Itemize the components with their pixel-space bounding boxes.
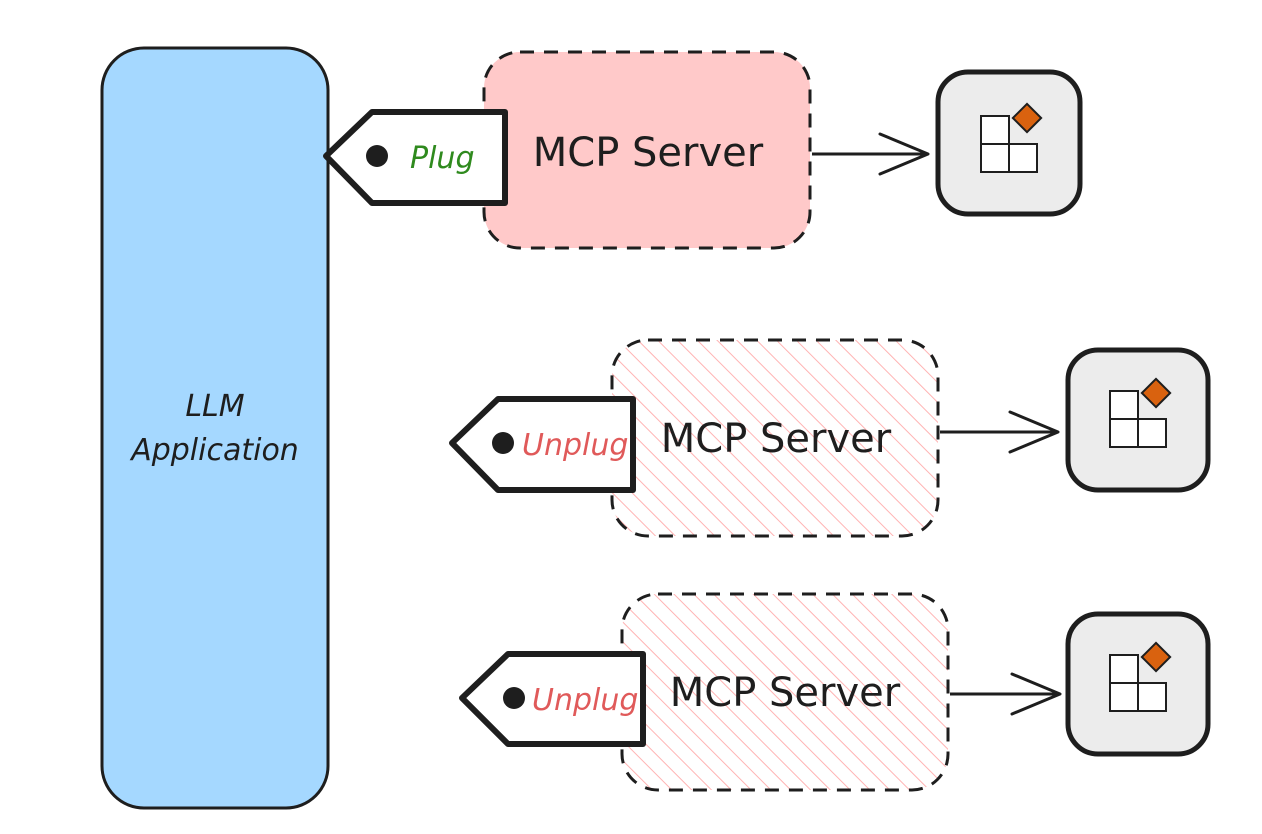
plug-tag-1[interactable]: Plug <box>323 109 508 206</box>
tool-box-3[interactable] <box>1065 611 1211 757</box>
unplug-tag-2-label: Unplug <box>522 428 628 463</box>
unplug-tag-2[interactable]: Unplug <box>449 396 636 493</box>
mcp-server-3-label: MCP Server <box>670 670 901 716</box>
connector-arrow-1 <box>812 132 930 176</box>
mcp-server-1-label: MCP Server <box>533 130 764 176</box>
mcp-server-3: MCP Server <box>620 592 950 792</box>
plug-hole-icon <box>503 687 525 709</box>
llm-application-block: LLM Application <box>100 46 330 810</box>
llm-application-label-line2: Application <box>129 433 299 468</box>
connector-arrow-3 <box>950 672 1062 716</box>
plug-tag-1-label: Plug <box>410 141 474 176</box>
mcp-server-1: MCP Server <box>482 50 812 250</box>
mcp-server-2: MCP Server <box>610 338 940 538</box>
plug-hole-icon <box>366 145 388 167</box>
mcp-server-2-label: MCP Server <box>661 416 892 462</box>
plug-hole-icon <box>492 432 514 454</box>
unplug-tag-3[interactable]: Unplug <box>459 651 646 747</box>
tool-box-2[interactable] <box>1065 347 1211 493</box>
connector-arrow-2 <box>940 410 1060 454</box>
tool-box-1[interactable] <box>935 69 1083 217</box>
unplug-tag-3-label: Unplug <box>532 683 638 718</box>
llm-application-label-line1: LLM <box>185 389 244 424</box>
